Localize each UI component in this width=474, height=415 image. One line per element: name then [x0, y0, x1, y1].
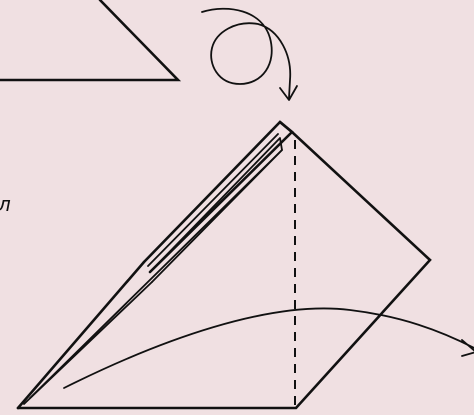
turn-over-loop: [202, 9, 290, 98]
side-label: л: [0, 194, 11, 214]
turn-over-arrow-icon: [202, 9, 297, 100]
movement-arc-arrowhead: [462, 340, 474, 356]
movement-arc-arrow: [64, 308, 474, 388]
folded-flap-outer: [144, 122, 292, 272]
partial-triangle-shape: [0, 0, 178, 80]
folded-flap-inner-1: [148, 134, 278, 266]
main-folded-shape: [18, 122, 430, 408]
folded-flap-inner-3: [30, 150, 282, 398]
left-lower-edge: [18, 262, 144, 408]
folded-flap-inner-4: [24, 282, 152, 404]
